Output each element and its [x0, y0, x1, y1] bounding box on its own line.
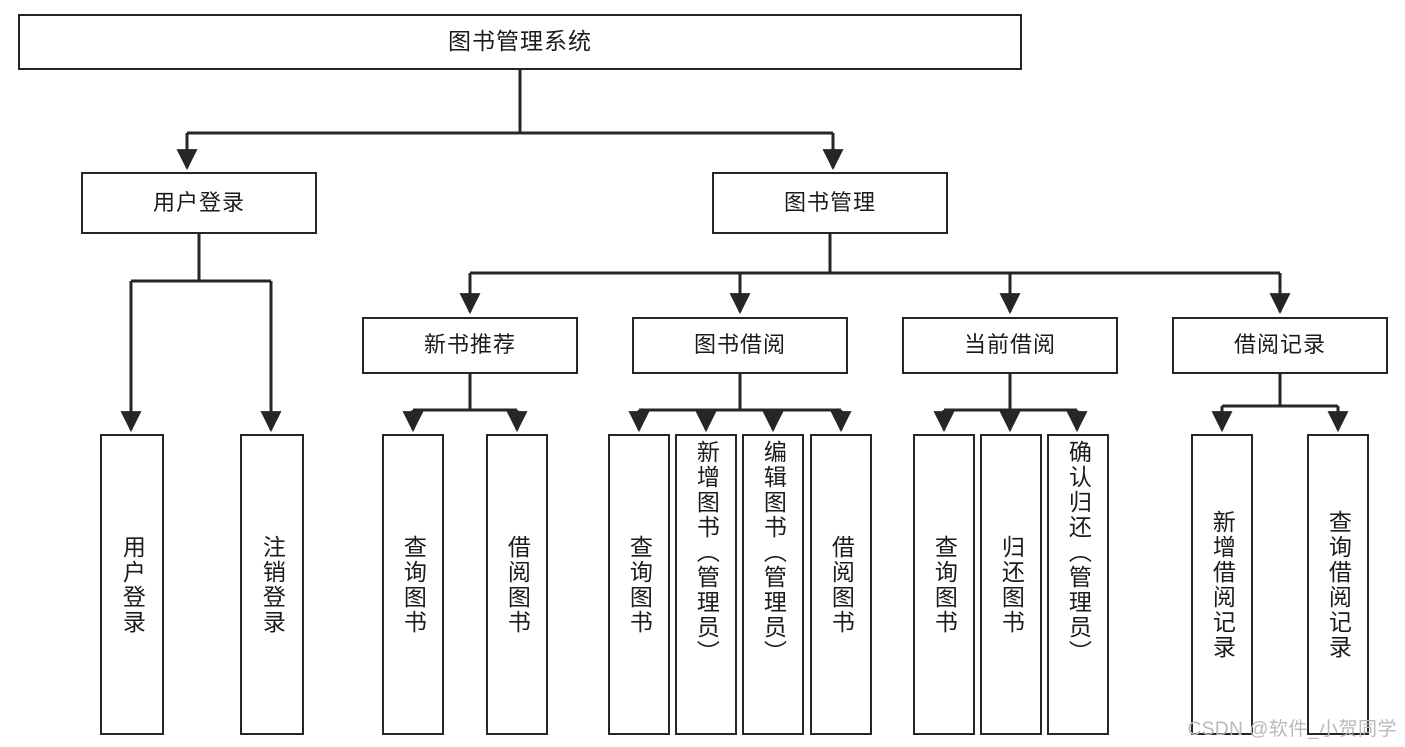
node-label: 新书推荐: [423, 332, 516, 358]
leaf-label: 查询图书: [400, 534, 427, 635]
leaf-label: 查询图书: [626, 534, 653, 635]
leaf-recommend-query-book[interactable]: 查询图书: [382, 434, 444, 735]
node-label: 借阅记录: [1233, 332, 1326, 358]
leaf-user-login-signout[interactable]: 注销登录: [240, 434, 304, 735]
leaf-recommend-borrow-book[interactable]: 借阅图书: [486, 434, 548, 735]
leaf-label: 注销登录: [259, 534, 286, 635]
node-label: 图书借阅: [693, 332, 786, 358]
node-user-login[interactable]: 用户登录: [81, 172, 317, 234]
leaf-label: 借阅图书: [828, 534, 855, 635]
leaf-user-login-signin[interactable]: 用户登录: [100, 434, 164, 735]
node-new-book-recommend[interactable]: 新书推荐: [362, 317, 578, 374]
node-book-borrow[interactable]: 图书借阅: [632, 317, 848, 374]
leaf-borrow-add-book-admin[interactable]: 新增图书（管理员）: [675, 434, 737, 735]
leaf-borrow-edit-book-admin[interactable]: 编辑图书（管理员）: [742, 434, 804, 735]
leaf-borrow-query-book[interactable]: 查询图书: [608, 434, 670, 735]
node-label: 图书管理: [783, 189, 876, 215]
leaf-borrow-borrow-book[interactable]: 借阅图书: [810, 434, 872, 735]
leaf-record-add-record[interactable]: 新增借阅记录: [1191, 434, 1253, 735]
leaf-label: 借阅图书: [504, 534, 531, 635]
node-current-borrow[interactable]: 当前借阅: [902, 317, 1118, 374]
leaf-label: 新增借阅记录: [1209, 509, 1236, 660]
leaf-label: 新增图书（管理员）: [693, 440, 720, 665]
leaf-label: 用户登录: [119, 534, 146, 635]
leaf-label: 查询借阅记录: [1325, 509, 1352, 660]
leaf-record-query-record[interactable]: 查询借阅记录: [1307, 434, 1369, 735]
leaf-current-return-book[interactable]: 归还图书: [980, 434, 1042, 735]
node-root-system[interactable]: 图书管理系统: [18, 14, 1022, 70]
watermark-text: CSDN @软件_小贺同学: [1187, 719, 1397, 740]
node-label: 用户登录: [152, 189, 245, 215]
node-book-management[interactable]: 图书管理: [712, 172, 948, 234]
leaf-label: 归还图书: [998, 534, 1025, 635]
node-borrow-record[interactable]: 借阅记录: [1172, 317, 1388, 374]
leaf-label: 查询图书: [931, 534, 958, 635]
leaf-current-query-book[interactable]: 查询图书: [913, 434, 975, 735]
leaf-current-confirm-return-admin[interactable]: 确认归还（管理员）: [1047, 434, 1109, 735]
node-label: 图书管理系统: [448, 28, 592, 55]
leaf-label: 编辑图书（管理员）: [760, 440, 787, 665]
leaf-label: 确认归还（管理员）: [1065, 440, 1092, 665]
node-label: 当前借阅: [963, 332, 1056, 358]
